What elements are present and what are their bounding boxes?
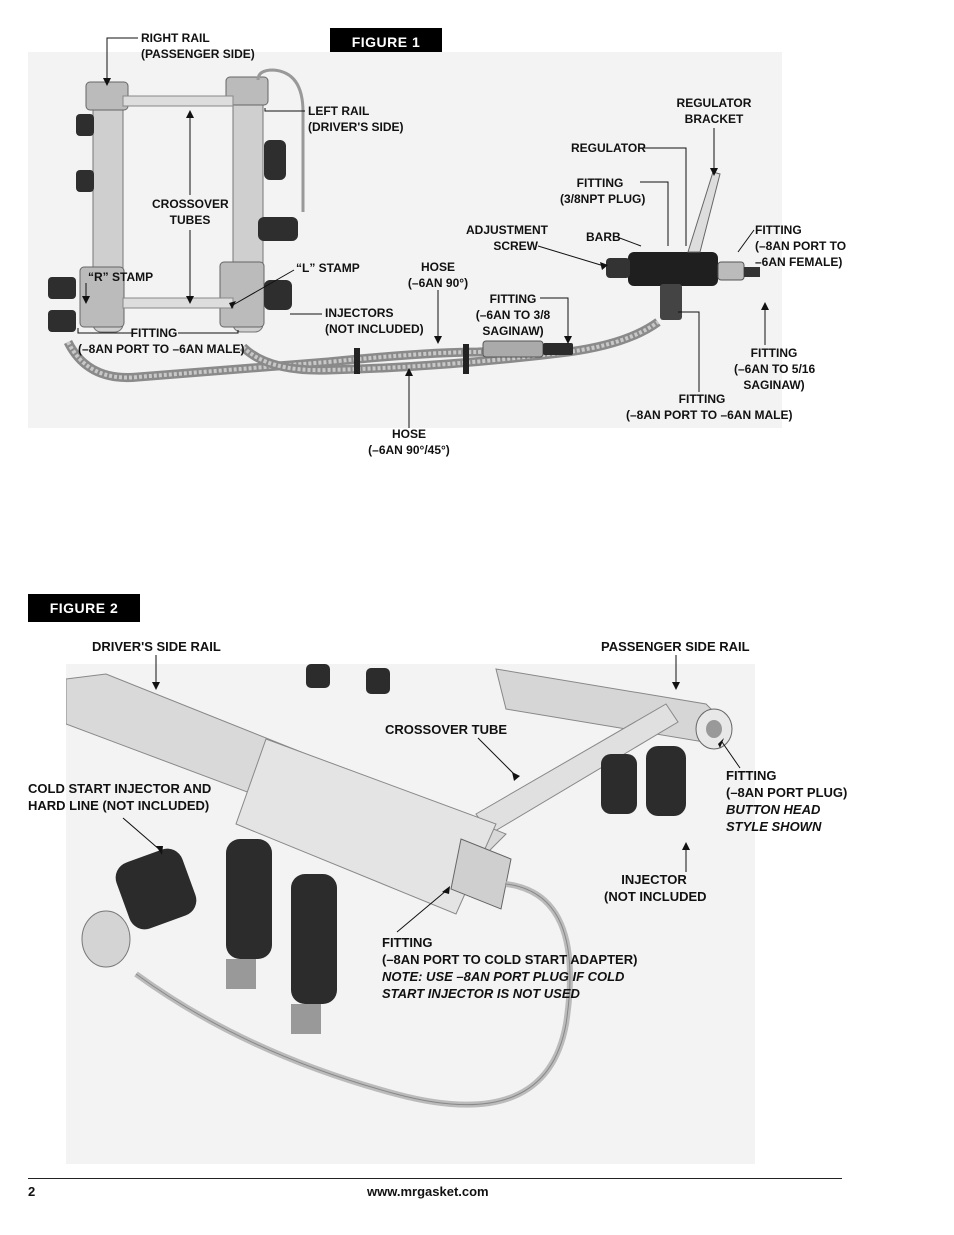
label-injectors: INJECTORS(NOT INCLUDED) <box>325 306 424 336</box>
figure-1-photo <box>28 52 782 428</box>
label-r-stamp: “R” STAMP <box>88 270 154 284</box>
label-injector: INJECTOR(NOT INCLUDED <box>604 872 707 904</box>
figure-1-tag: FIGURE 1 <box>330 28 442 56</box>
label-drivers-side-rail: DRIVER'S SIDE RAIL <box>92 639 221 654</box>
label-crossover-tube: CROSSOVER TUBE <box>385 722 508 737</box>
label-right-rail: RIGHT RAIL(PASSENGER SIDE) <box>141 31 255 61</box>
label-l-stamp: “L” STAMP <box>296 261 360 275</box>
label-passenger-side-rail: PASSENGER SIDE RAIL <box>601 639 750 654</box>
footer-url[interactable]: www.mrgasket.com <box>367 1184 489 1199</box>
figure-2-photo <box>66 664 755 1164</box>
label-hose-90: HOSE(–6AN 90°) <box>407 260 469 290</box>
label-regulator: REGULATOR <box>571 141 646 155</box>
label-barb: BARB <box>586 230 621 244</box>
label-left-rail: LEFT RAIL(DRIVER'S SIDE) <box>308 104 404 134</box>
figure-2-tag: FIGURE 2 <box>28 594 140 622</box>
label-fitting-right-male: FITTING(–8AN PORT TO –6AN MALE) <box>626 392 793 422</box>
label-hose-9045: HOSE(–6AN 90°/45°) <box>368 427 450 457</box>
label-fitting-female: FITTING(–8AN PORT TO–6AN FEMALE) <box>755 223 847 269</box>
label-fitting-cold-start: FITTING(–8AN PORT TO COLD START ADAPTER)… <box>382 935 638 1001</box>
page-number: 2 <box>28 1184 36 1199</box>
label-fitting-plug: FITTING(3/8NPT PLUG) <box>560 176 646 206</box>
label-fitting-left: FITTING(–8AN PORT TO –6AN MALE) <box>78 326 245 356</box>
footer-rule <box>28 1178 842 1179</box>
